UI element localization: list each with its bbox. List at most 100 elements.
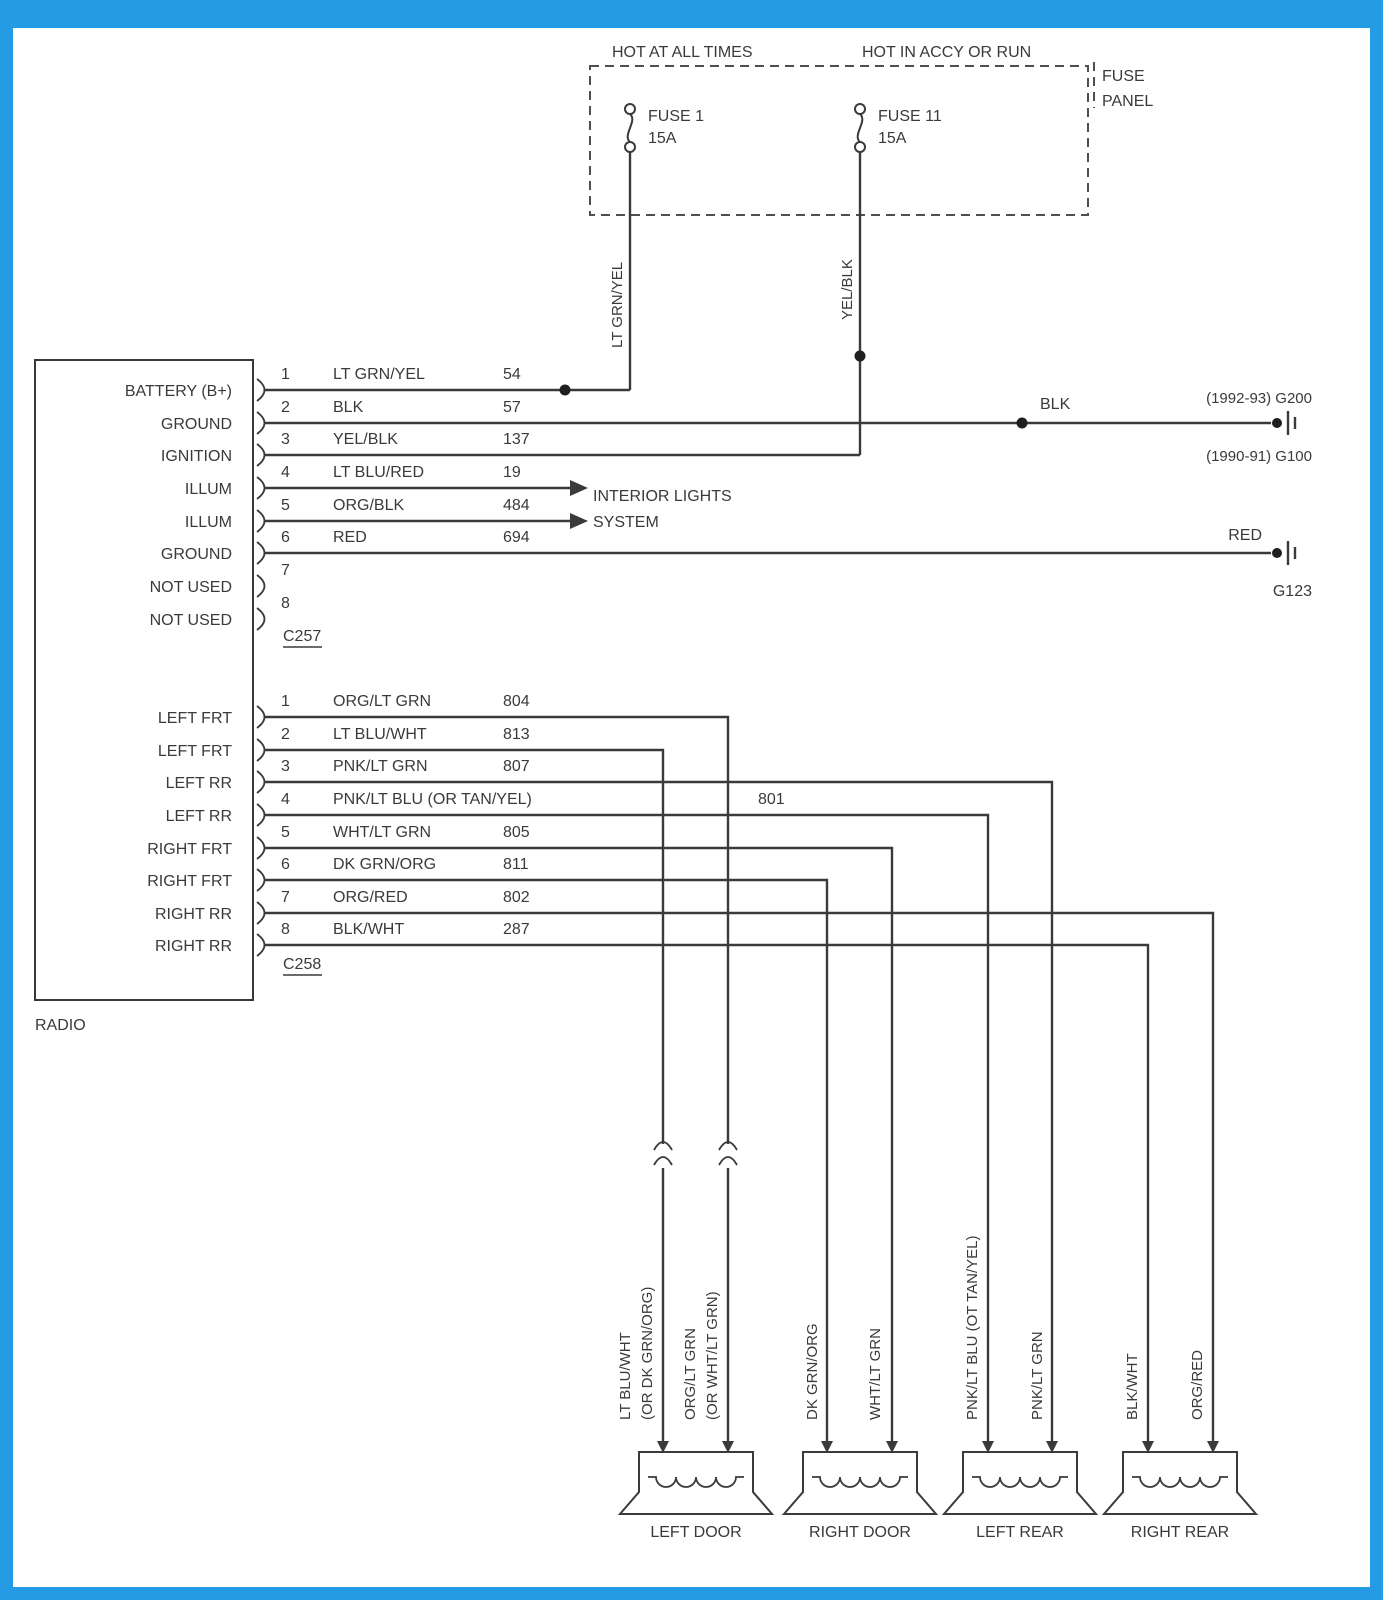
c258-pin8-function: RIGHT RR bbox=[155, 938, 232, 955]
arrowhead-left-door-2 bbox=[722, 1441, 734, 1453]
speaker-label-right-rear: RIGHT REAR bbox=[1131, 1524, 1229, 1541]
label-lt-blu-wht: LT BLU/WHT bbox=[617, 1332, 634, 1420]
speaker-wire-labels: LT BLU/WHT (OR DK GRN/ORG) ORG/LT GRN (O… bbox=[617, 1235, 1206, 1420]
c258-pin6-function: RIGHT FRT bbox=[147, 873, 232, 890]
c258-connector-label: C258 bbox=[283, 956, 321, 973]
c258-pin2-function: LEFT FRT bbox=[158, 743, 232, 760]
blk-wire-label: BLK bbox=[1040, 396, 1071, 413]
speaker-outline bbox=[617, 1451, 775, 1515]
c258-pin5-function: RIGHT FRT bbox=[147, 841, 232, 858]
c257-pin6-number: 6 bbox=[281, 529, 290, 546]
label-wht-lt-grn: WHT/LT GRN bbox=[867, 1328, 884, 1420]
g123-label: G123 bbox=[1273, 583, 1312, 600]
label-dk-grn-org: DK GRN/ORG bbox=[804, 1323, 821, 1420]
arrowhead-right-door-2 bbox=[886, 1441, 898, 1453]
radio-box bbox=[34, 359, 254, 1001]
c257-pin3-wire: YEL/BLK bbox=[333, 431, 398, 448]
fuse-panel-box bbox=[589, 65, 1089, 216]
c258-pin1-circuit: 804 bbox=[503, 693, 530, 710]
page-background bbox=[13, 28, 1370, 1587]
c258-wire-pin3-pnk-lt-grn bbox=[265, 780, 1054, 1442]
c258-pin3-circuit: 807 bbox=[503, 758, 530, 775]
c258-pin3-function: LEFT RR bbox=[166, 775, 232, 792]
c258-pin7-circuit: 802 bbox=[503, 889, 530, 906]
speaker-coil bbox=[972, 1476, 1068, 1488]
c257-pin5-function: ILLUM bbox=[185, 514, 232, 531]
arrowhead-left-door-1 bbox=[657, 1441, 669, 1453]
c257-pin1-wire: LT GRN/YEL bbox=[333, 366, 425, 383]
c257-pin6-circuit: 694 bbox=[503, 529, 530, 546]
connector-c257: BATTERY (B+) GROUND IGNITION ILLUM ILLUM… bbox=[125, 366, 1312, 648]
c258-pin-brackets bbox=[256, 705, 266, 957]
speaker-label-left-door: LEFT DOOR bbox=[650, 1524, 741, 1541]
c257-pin2-wire: BLK bbox=[333, 399, 364, 416]
speaker-right-door: RIGHT DOOR bbox=[781, 1441, 939, 1541]
speaker-coil bbox=[648, 1476, 744, 1488]
c258-pin6-number: 6 bbox=[281, 856, 290, 873]
junction-dot-fuse11 bbox=[854, 350, 866, 362]
c258-pin5-circuit: 805 bbox=[503, 824, 530, 841]
c258-pin3-number: 3 bbox=[281, 758, 290, 775]
c258-pin5-wire: WHT/LT GRN bbox=[333, 824, 431, 841]
speaker-right-rear: RIGHT REAR bbox=[1101, 1441, 1259, 1541]
label-org-lt-grn: ORG/LT GRN bbox=[682, 1328, 699, 1420]
g200-label: (1992-93) G200 bbox=[1206, 390, 1312, 407]
speaker-outline bbox=[1101, 1451, 1259, 1515]
c257-pin6-function: GROUND bbox=[161, 546, 232, 563]
c258-pin2-wire: LT BLU/WHT bbox=[333, 726, 427, 743]
speaker-outline bbox=[781, 1451, 939, 1515]
speaker-left-rear: LEFT REAR bbox=[941, 1441, 1099, 1541]
arrowhead-left-rear-1 bbox=[982, 1441, 994, 1453]
c257-pin4-wire: LT BLU/RED bbox=[333, 464, 424, 481]
fuse-panel-label-line2: PANEL bbox=[1102, 93, 1153, 110]
c258-wire-pin4-pnk-lt-blu bbox=[265, 813, 990, 1442]
radio-label: RADIO bbox=[35, 1017, 86, 1034]
c257-pin8-number: 8 bbox=[281, 595, 290, 612]
c257-pin3-number: 3 bbox=[281, 431, 290, 448]
c258-pin8-wire: BLK/WHT bbox=[333, 921, 404, 938]
c258-pin1-function: LEFT FRT bbox=[158, 710, 232, 727]
label-blk-wht: BLK/WHT bbox=[1124, 1353, 1141, 1420]
c257-pin1-number: 1 bbox=[281, 366, 290, 383]
c257-pin2-circuit: 57 bbox=[503, 399, 521, 416]
arrowhead-right-rear-2 bbox=[1207, 1441, 1219, 1453]
speaker-left-door: LEFT DOOR bbox=[617, 1441, 775, 1541]
hot-in-accy-label: HOT IN ACCY OR RUN bbox=[862, 44, 1031, 61]
speaker-outline bbox=[941, 1451, 1099, 1515]
arrowhead-interior-lights-1 bbox=[570, 480, 588, 496]
speaker-label-right-door: RIGHT DOOR bbox=[809, 1524, 911, 1541]
c258-wire-pin2-lt-blu-wht bbox=[265, 748, 665, 1442]
c258-pin4-circuit: 801 bbox=[758, 791, 785, 808]
c257-pin7-function: NOT USED bbox=[150, 579, 232, 596]
c258-pin8-number: 8 bbox=[281, 921, 290, 938]
c258-wire-pin8-blk-wht bbox=[265, 943, 1150, 1442]
c257-pin2-number: 2 bbox=[281, 399, 290, 416]
c258-pin2-circuit: 813 bbox=[503, 726, 530, 743]
speaker-coil bbox=[1132, 1476, 1228, 1488]
c258-pin6-circuit: 811 bbox=[503, 856, 529, 873]
ground-symbol-g123 bbox=[1272, 541, 1297, 565]
c258-wire-pin5-wht-lt-grn bbox=[265, 846, 894, 1442]
c257-pin7-number: 7 bbox=[281, 562, 290, 579]
c257-pin5-circuit: 484 bbox=[503, 497, 530, 514]
label-org-red: ORG/RED bbox=[1189, 1350, 1206, 1420]
c258-wire-pin6-dk-grn-org bbox=[265, 878, 829, 1442]
speaker-label-left-rear: LEFT REAR bbox=[976, 1524, 1064, 1541]
c258-pin4-function: LEFT RR bbox=[166, 808, 232, 825]
c257-pin-brackets bbox=[256, 378, 266, 631]
c257-pin1-function: BATTERY (B+) bbox=[125, 383, 232, 400]
fuse-11-name: FUSE 11 bbox=[878, 108, 942, 125]
c258-pin3-wire: PNK/LT GRN bbox=[333, 758, 428, 775]
fuse-panel: HOT AT ALL TIMES HOT IN ACCY OR RUN FUSE… bbox=[589, 44, 1153, 455]
connector-c258: LEFT FRT LEFT FRT LEFT RR LEFT RR RIGHT … bbox=[147, 693, 1215, 1442]
c257-pin4-number: 4 bbox=[281, 464, 290, 481]
junction-dot-pin1 bbox=[559, 384, 571, 396]
wire-label-lt-grn-yel: LT GRN/YEL bbox=[609, 262, 626, 348]
c258-pin1-number: 1 bbox=[281, 693, 290, 710]
c258-pin5-number: 5 bbox=[281, 824, 290, 841]
c257-pin2-function: GROUND bbox=[161, 416, 232, 433]
c257-connector-label: C257 bbox=[283, 628, 321, 645]
hot-at-all-times-label: HOT AT ALL TIMES bbox=[612, 44, 753, 61]
